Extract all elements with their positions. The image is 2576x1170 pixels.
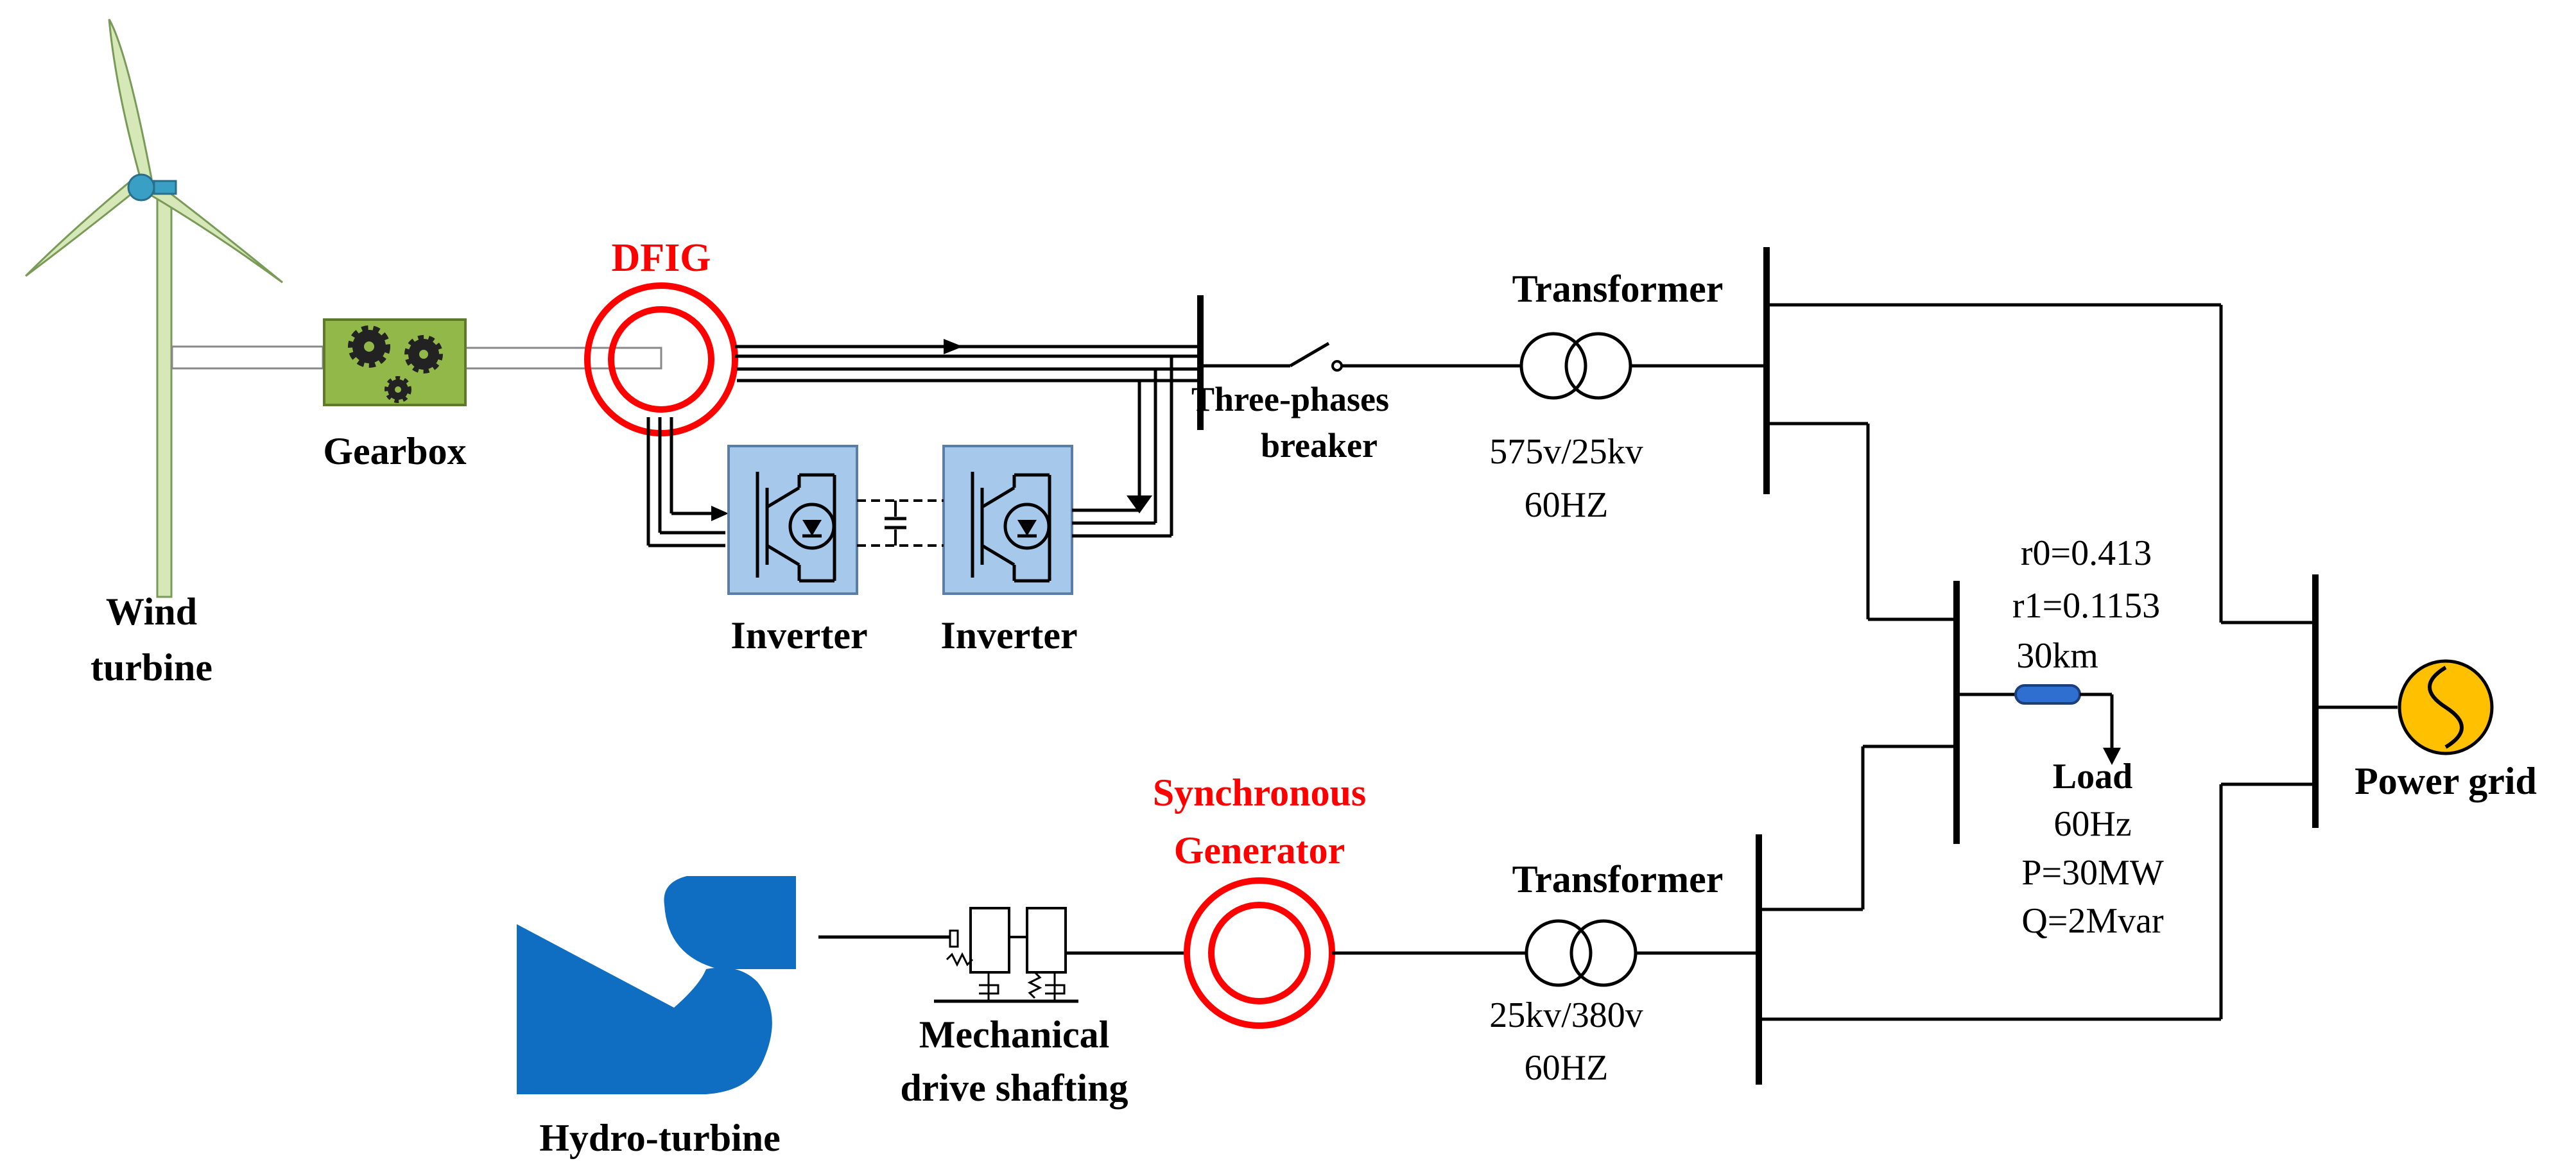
sync-gen-label: Synchronous xyxy=(1153,771,1366,814)
dfig-label: DFIG xyxy=(612,236,711,280)
igbt-inverter-icon xyxy=(727,445,858,595)
dfig-stator-lines xyxy=(735,339,1200,383)
load-freq: 60Hz xyxy=(2053,804,2131,844)
sync-gen-label-2: Generator xyxy=(1174,829,1345,872)
load-title: Load xyxy=(2053,757,2133,796)
gearbox-generator-shaft xyxy=(464,347,662,370)
transformer-top-label: Transformer xyxy=(1512,268,1724,310)
transformer-icon xyxy=(1525,919,1638,987)
inverter-2-label: Inverter xyxy=(940,614,1077,657)
shafting-label: Mechanical xyxy=(919,1013,1110,1056)
transformer-bottom-rating: 25kv/380v xyxy=(1489,995,1643,1035)
line-impedance-icon xyxy=(1957,684,2121,765)
line-length: 30km xyxy=(2016,636,2098,676)
rotor-lines xyxy=(646,417,729,547)
grid-source-icon xyxy=(2398,659,2494,755)
load-q: Q=2Mvar xyxy=(2021,901,2164,941)
dc-link-capacitor-icon xyxy=(857,499,944,547)
inverter-output-lines xyxy=(1072,356,1173,538)
turbine-shaft xyxy=(171,345,324,370)
breaker-label: Three-phases xyxy=(1191,380,1389,418)
inverter-1-label: Inverter xyxy=(730,614,867,657)
hydro-turbine-icon xyxy=(517,876,796,1094)
gearbox-gears-icon xyxy=(323,318,467,406)
mechanical-shaft-icon xyxy=(934,907,1078,1003)
wind-turbine-label: Wind xyxy=(106,590,197,633)
synchronous-generator-icon xyxy=(1184,877,1335,1029)
line-r0: r0=0.413 xyxy=(2021,533,2152,573)
wind-turbine-icon xyxy=(24,19,283,598)
power-grid-label: Power grid xyxy=(2355,760,2537,802)
breaker-label-2: breaker xyxy=(1261,426,1378,465)
hydro-turbine-label: Hydro-turbine xyxy=(539,1117,781,1159)
breaker-switch-icon xyxy=(1200,341,1521,372)
transformer-top-rating: 575v/25kv xyxy=(1489,432,1643,472)
transformer-bottom-label: Transformer xyxy=(1512,858,1724,900)
wind-turbine-label-2: turbine xyxy=(91,646,212,689)
transformer-top-freq: 60HZ xyxy=(1525,485,1609,525)
transformer-icon xyxy=(1519,332,1632,400)
load-p: P=30MW xyxy=(2021,853,2164,893)
transformer-bottom-freq: 60HZ xyxy=(1525,1048,1609,1088)
igbt-inverter-icon xyxy=(942,445,1073,595)
gearbox-label: Gearbox xyxy=(323,430,466,472)
shafting-label-2: drive shafting xyxy=(900,1067,1128,1109)
line-r1: r1=0.1153 xyxy=(2012,586,2160,626)
